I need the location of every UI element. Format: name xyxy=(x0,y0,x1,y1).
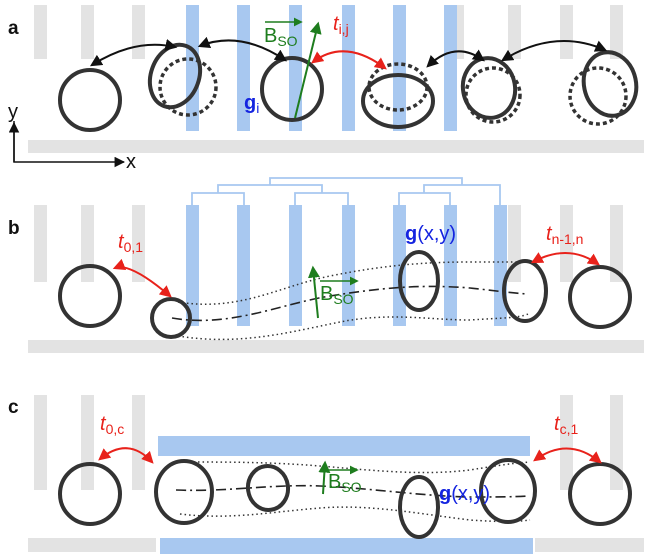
panel-c-gxy-label: g(x,y) xyxy=(439,483,490,505)
panel-c-hopping-arrows xyxy=(98,447,602,464)
panel-a: a xyxy=(8,5,644,153)
panel-c-tc1-label: tc,1 xyxy=(554,413,578,437)
panel-c-bso-arrow xyxy=(318,460,331,495)
panel-c-t0c-label: t0,c xyxy=(100,413,124,437)
panel-b-channel xyxy=(177,261,529,341)
panel-b-tn-label: tn-1,n xyxy=(546,223,583,247)
panel-b-bso-arrow xyxy=(307,265,320,319)
panel-a-dots xyxy=(58,42,639,132)
panel-c-channel xyxy=(179,461,531,523)
panel-a-bottom-gate xyxy=(28,140,644,153)
panel-c: c xyxy=(8,395,644,554)
panel-b-bso-label: BSO xyxy=(320,283,354,307)
panel-b-gxy-label: g(x,y) xyxy=(405,223,456,245)
panel-b-bottom-gate xyxy=(28,340,644,353)
panel-b-label: b xyxy=(8,218,20,239)
panel-a-hopping-arrows xyxy=(89,36,608,70)
panel-c-label: c xyxy=(8,397,19,418)
panel-a-bso-arrow xyxy=(294,21,322,119)
panel-b: b xyxy=(8,177,644,353)
panel-c-channel-axis xyxy=(175,484,529,498)
panel-a-label: a xyxy=(8,18,19,39)
panel-c-bottom-gate-right xyxy=(535,538,644,552)
panel-b-blue-gates xyxy=(186,205,507,326)
panel-c-bso-label: BSO xyxy=(328,471,362,495)
panel-c-dots xyxy=(58,458,632,539)
panel-c-bottom-blue-gate xyxy=(160,538,533,554)
panel-b-t01-label: t0,1 xyxy=(118,231,143,255)
panel-b-channel-axis xyxy=(171,285,529,322)
panel-b-dots xyxy=(58,250,632,339)
axis-x-label: x xyxy=(126,151,136,173)
panel-a-bso-label: BSO xyxy=(264,25,298,49)
panel-b-gate-wiring xyxy=(191,177,501,205)
panel-b-hopping-arrows xyxy=(112,252,600,298)
coordinate-axes: y x xyxy=(8,101,136,173)
panel-a-gi-label: gi xyxy=(244,92,259,116)
axis-y-label: y xyxy=(8,101,18,123)
panel-a-tij-label: ti,j xyxy=(333,13,349,37)
panel-c-top-blue-gate xyxy=(158,436,530,456)
panel-c-bottom-gate-left xyxy=(28,538,156,552)
